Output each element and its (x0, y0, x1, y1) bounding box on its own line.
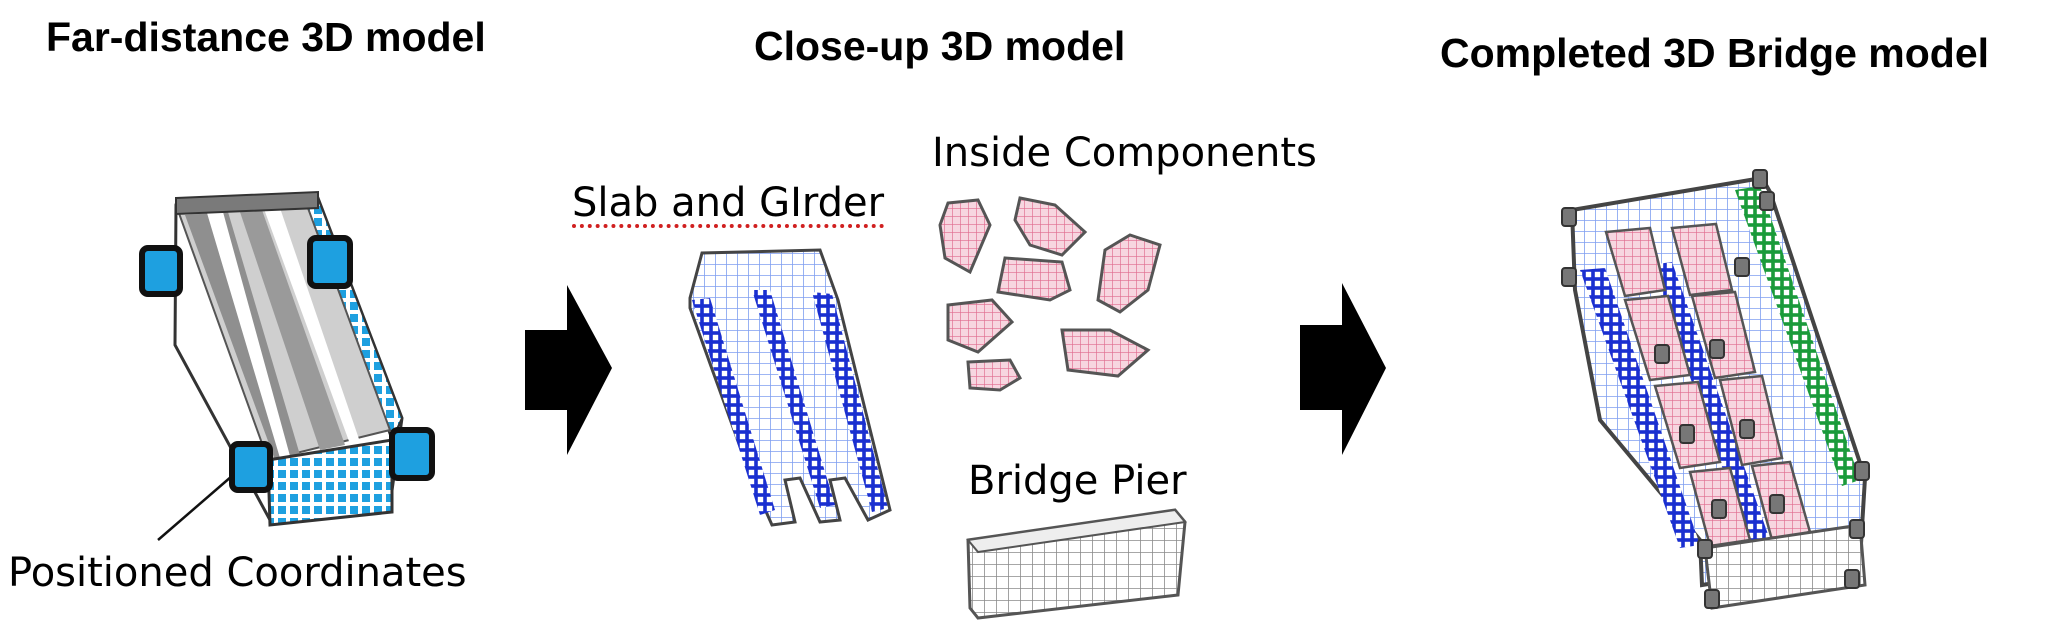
close-up-title: Close-up 3D model (754, 23, 1126, 69)
slab-girder-label: Slab and GIrder (572, 180, 884, 226)
right-arrow-icon (525, 285, 612, 455)
completed-title: Completed 3D Bridge model (1440, 30, 1990, 76)
positioned-coordinates-pointer (157, 475, 233, 541)
inside-components-label: Inside Components (932, 130, 1317, 176)
right-arrow-icon (1300, 283, 1386, 455)
inside-components (938, 196, 1162, 392)
far-distance-model (139, 190, 435, 541)
far-distance-title: Far-distance 3D model (46, 14, 486, 60)
bridge-pier-label: Bridge Pier (968, 458, 1187, 504)
positioned-coordinates-label: Positioned Coordinates (8, 550, 467, 596)
completed-bridge-model (1561, 169, 1870, 610)
slab-girder-model (688, 248, 892, 527)
bridge-pier-model (966, 508, 1187, 620)
slab-girder-text: Slab and GIrder (572, 180, 885, 226)
